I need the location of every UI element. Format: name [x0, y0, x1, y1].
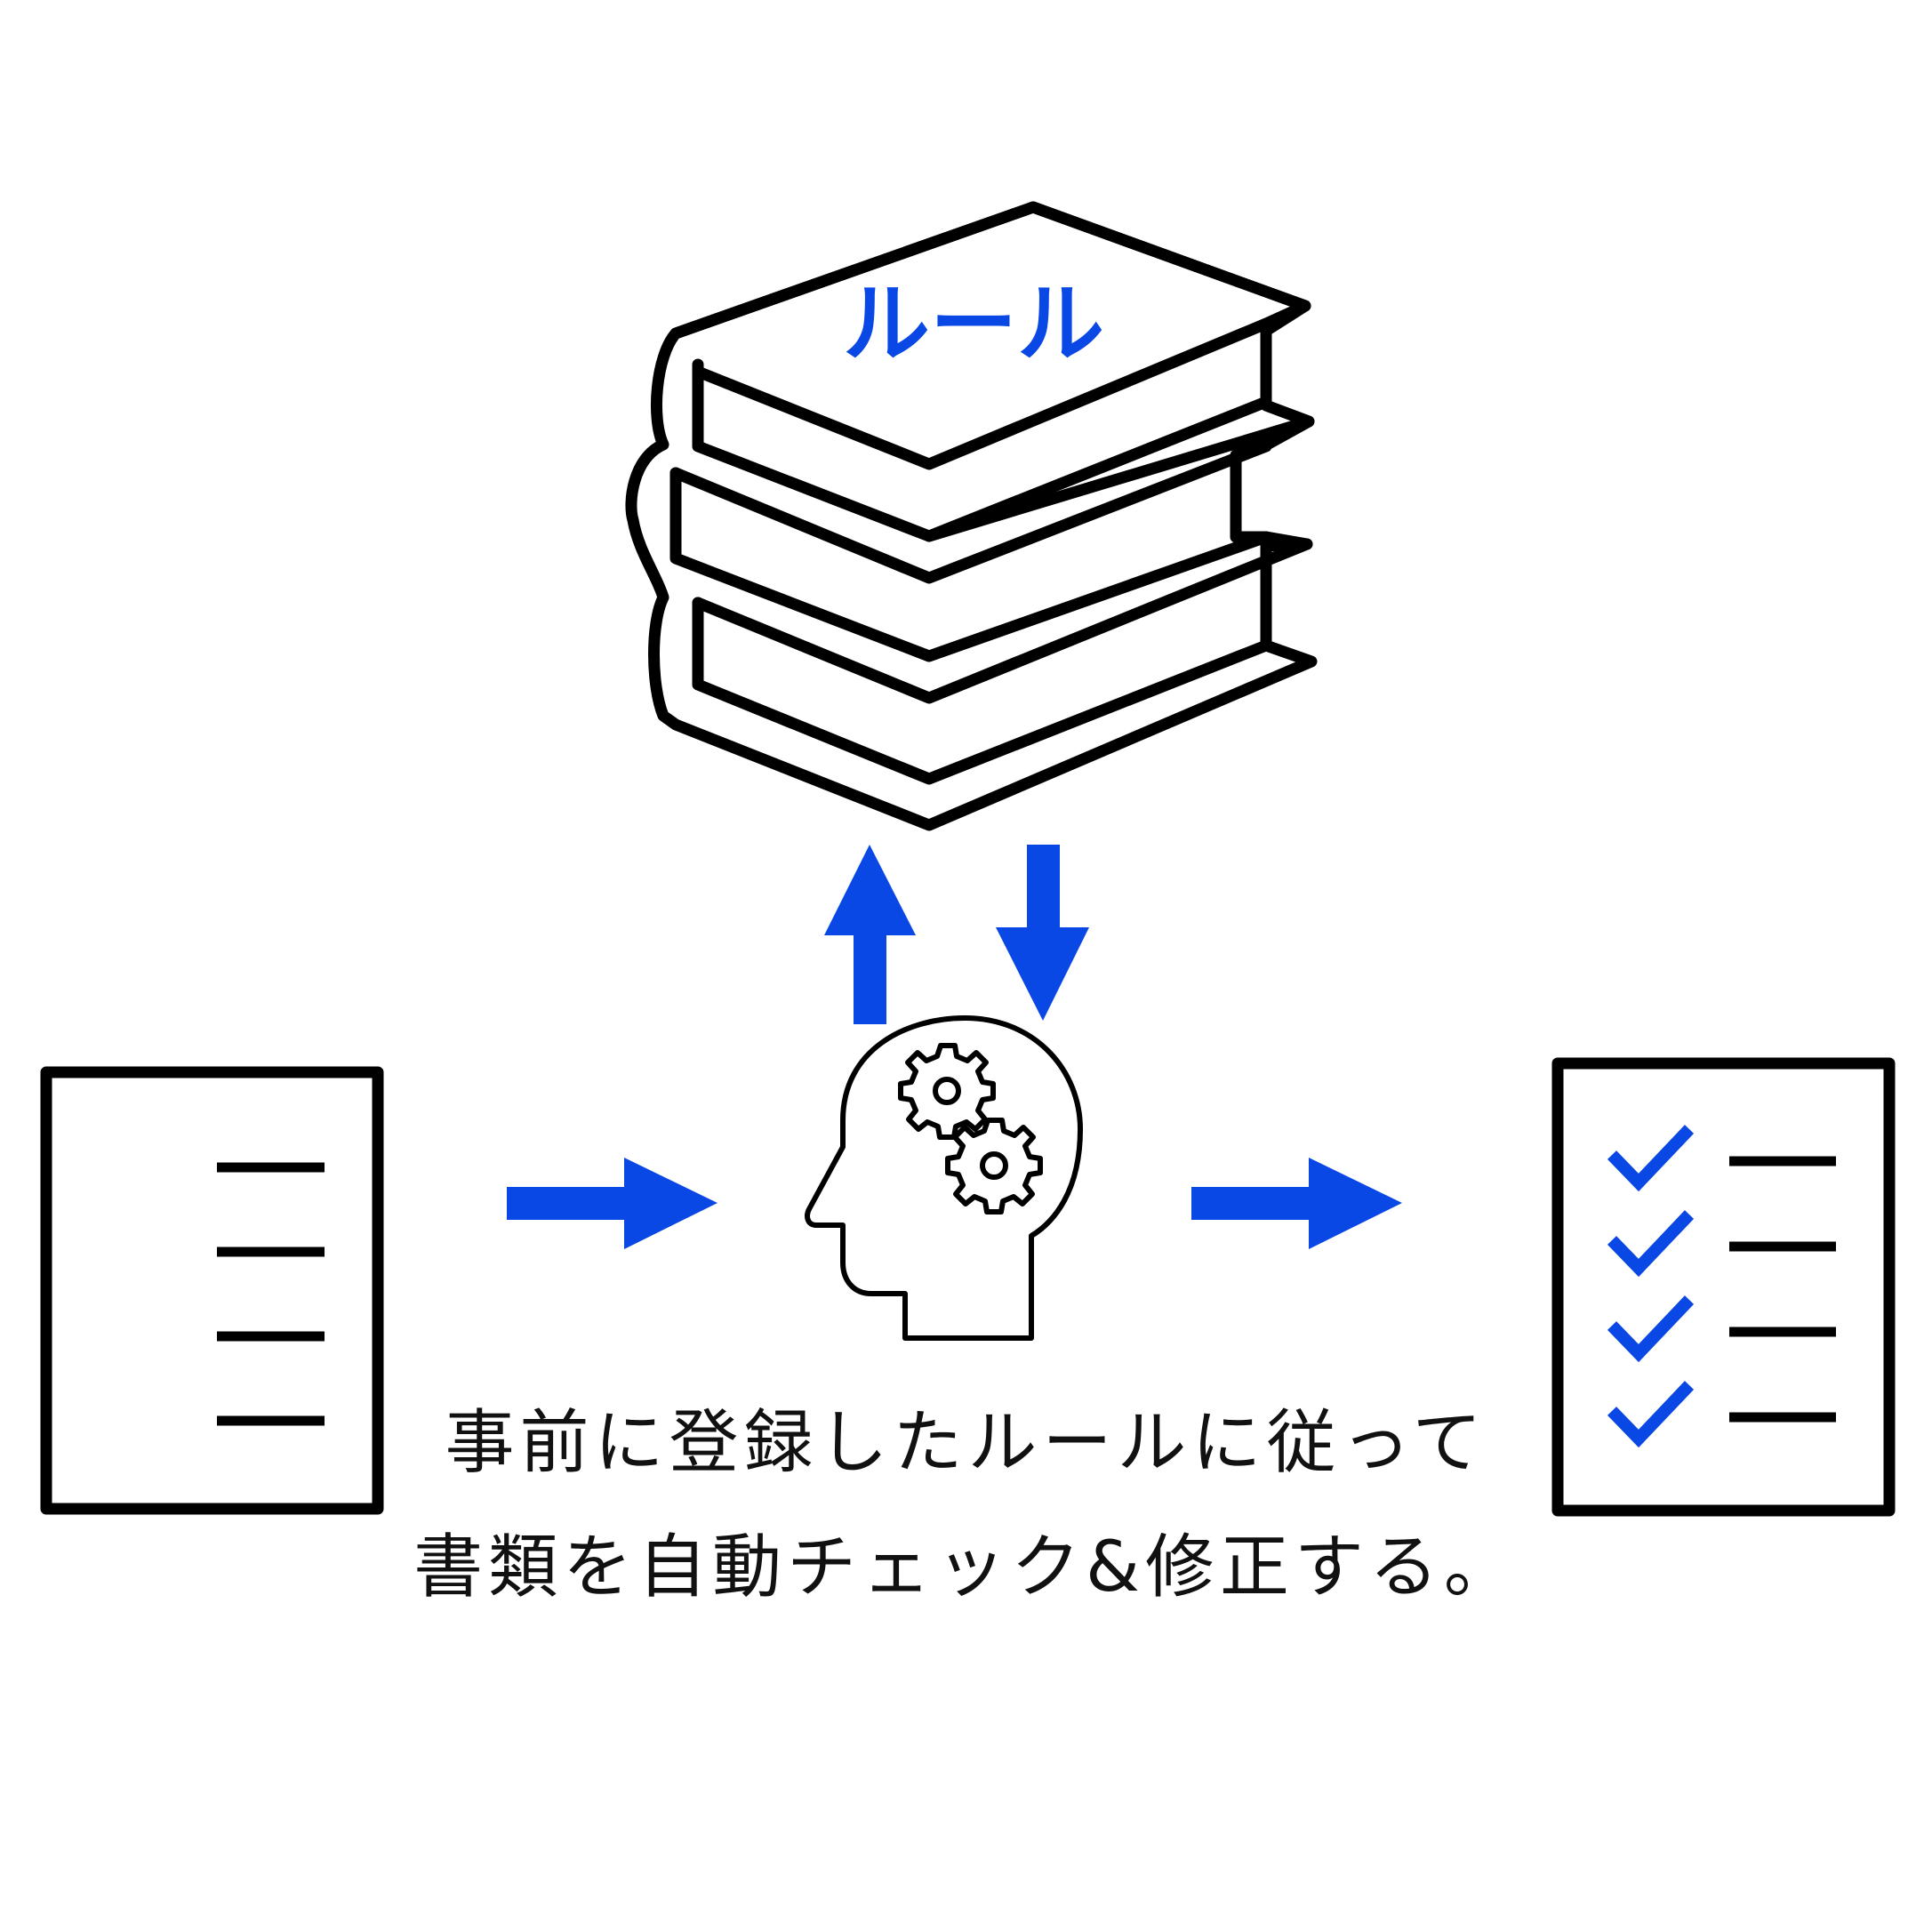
rulebook-label: ルール — [843, 274, 1104, 375]
caption-line-1: 事前に登録したルールに従って — [445, 1403, 1487, 1483]
check-icon — [1607, 1125, 1836, 1192]
arrow-right-icon — [507, 1158, 717, 1249]
check-icon — [1607, 1295, 1836, 1363]
arrow-down-icon — [996, 845, 1089, 1021]
gear-icon — [945, 1118, 1043, 1215]
stacked-books-icon: ルール — [625, 201, 1318, 831]
checked-document-icon — [1551, 1057, 1896, 1517]
arrow-right-icon — [1191, 1158, 1402, 1249]
check-icon — [1607, 1210, 1836, 1278]
caption-line-2: 書類を自動チェック&修正する。 — [413, 1527, 1519, 1607]
document-icon — [40, 1066, 384, 1515]
gear-icon — [898, 1043, 996, 1140]
head-with-gears-icon — [805, 1015, 1083, 1341]
arrow-up-icon — [824, 845, 916, 1024]
check-icon — [1607, 1381, 1836, 1448]
